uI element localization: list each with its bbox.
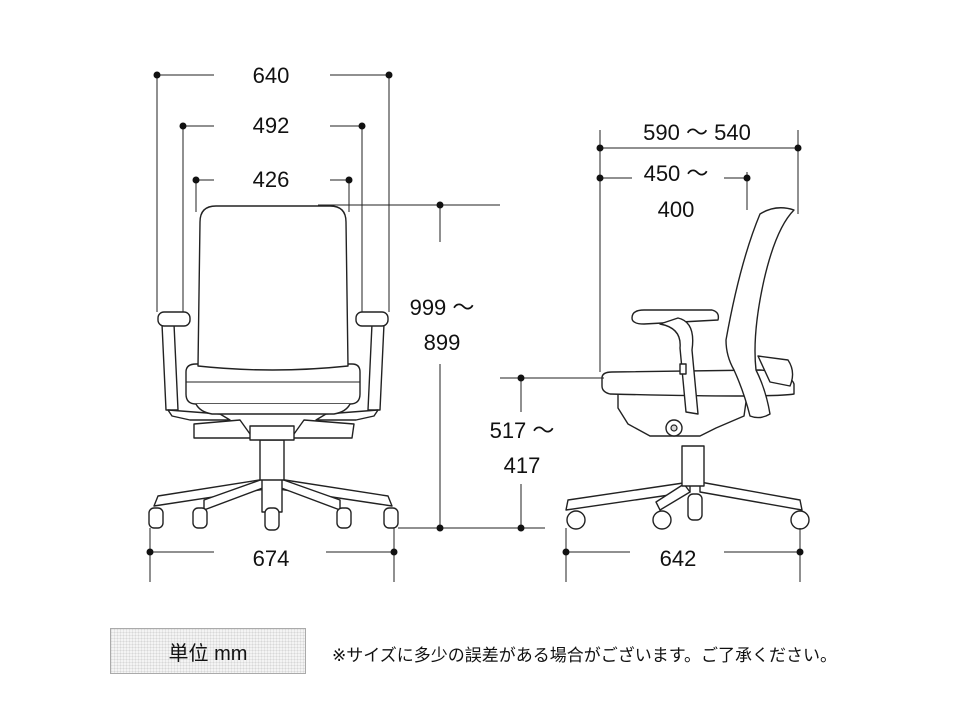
arm-width-label: 492 [253, 113, 290, 138]
seat-depth-label-line1: 450 〜 [644, 161, 709, 186]
unit-label-box: 単位 mm [110, 628, 306, 674]
side-dimension-lines [500, 130, 804, 582]
unit-label: 単位 mm [168, 642, 248, 665]
height-label-line2: 899 [424, 330, 461, 355]
overall-depth-label: 590 〜 540 [643, 120, 751, 145]
back-width-label: 426 [253, 167, 290, 192]
side-view-chair [565, 207, 810, 530]
base-width-label: 674 [253, 546, 290, 571]
overall-width-label: 640 [253, 63, 290, 88]
height-label-line1: 999 〜 [410, 295, 475, 320]
seat-depth-label-line2: 400 [658, 197, 695, 222]
front-dimension-lines [146, 71, 545, 582]
seat-height-label-line1: 517 〜 [490, 418, 555, 443]
seat-height-label-line2: 417 [504, 453, 541, 478]
tolerance-note: ※サイズに多少の誤差がある場合がございます。ご了承ください。 [332, 646, 838, 666]
front-view-chair [148, 205, 399, 531]
base-depth-label: 642 [660, 546, 697, 571]
